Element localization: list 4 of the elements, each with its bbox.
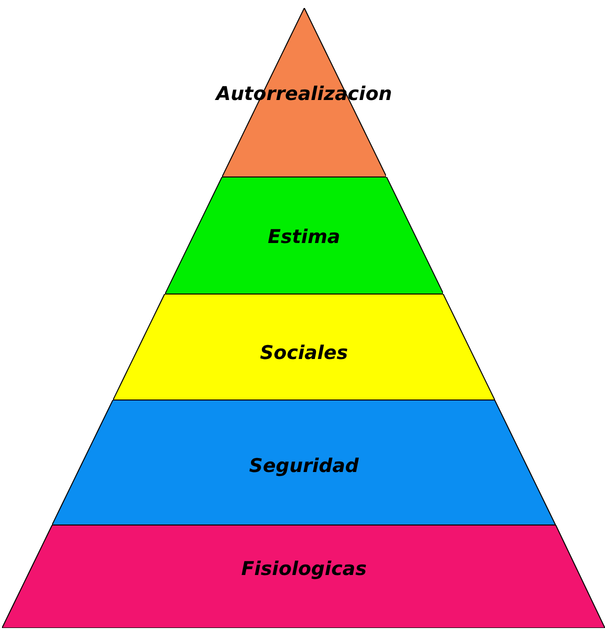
level-label: Seguridad (248, 455, 360, 477)
level-label: Sociales (258, 342, 349, 364)
level-label: Estima (266, 226, 342, 248)
level-label: Fisiologicas (240, 558, 368, 580)
